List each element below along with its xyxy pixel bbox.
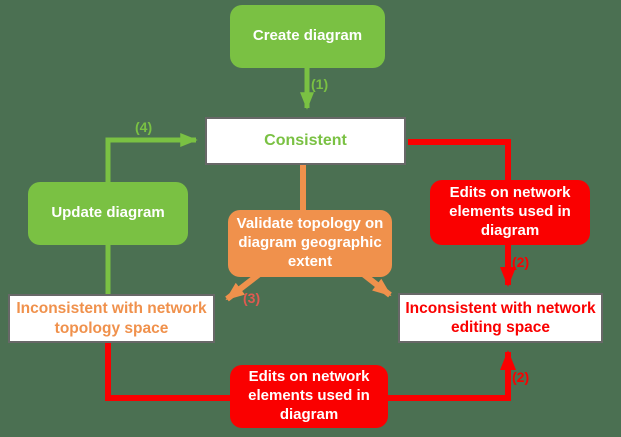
- node-consistent-state: Consistent: [205, 117, 406, 165]
- edge-label-step-3: (3): [243, 290, 261, 306]
- node-update-diagram-label: Update diagram: [51, 204, 165, 222]
- node-inconsistent-editing-state-label: Inconsistent with network editing space: [405, 299, 596, 336]
- node-edits-network-elements-bottom-label: Edits on network elements used in diagra…: [248, 368, 370, 423]
- node-consistent-state-label: Consistent: [264, 132, 347, 149]
- node-create-diagram-label: Create diagram: [252, 27, 363, 45]
- node-validate-topology: Validate topology on diagram geographic …: [228, 210, 392, 277]
- node-inconsistent-topology-state: Inconsistent with network topology space: [8, 294, 215, 343]
- node-edits-network-elements-right-label: Edits on network elements used in diagra…: [449, 184, 571, 239]
- node-validate-topology-label: Validate topology on diagram geographic …: [236, 215, 384, 270]
- node-create-diagram: Create diagram: [230, 5, 385, 68]
- edge-label-step-4: (4): [135, 119, 153, 135]
- node-edits-network-elements-bottom: Edits on network elements used in diagra…: [230, 365, 388, 428]
- node-inconsistent-topology-state-label: Inconsistent with network topology space: [16, 300, 207, 337]
- edge-label-step-2-right: (2): [512, 254, 530, 270]
- edge-label-step-2-bottom: (2): [512, 369, 530, 385]
- node-edits-network-elements-right: Edits on network elements used in diagra…: [430, 180, 590, 245]
- node-inconsistent-editing-state: Inconsistent with network editing space: [398, 293, 603, 343]
- node-update-diagram: Update diagram: [28, 182, 188, 245]
- edge-label-step-1: (1): [311, 76, 329, 92]
